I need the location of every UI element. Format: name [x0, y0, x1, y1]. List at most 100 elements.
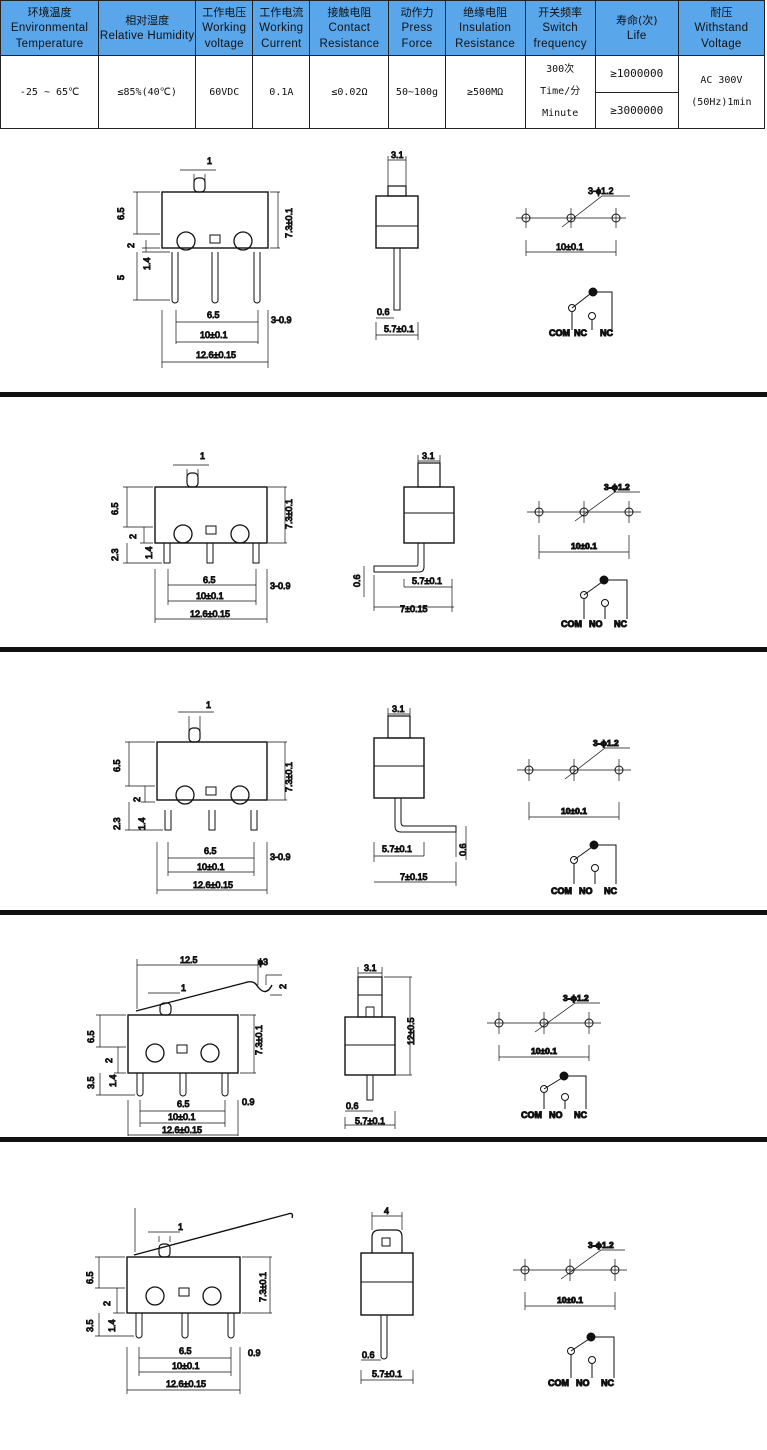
front-body	[360, 1252, 414, 1316]
side-dim-1: 1	[207, 156, 212, 166]
value-voltage: 60VDC	[195, 55, 254, 129]
side-dim-5: 1.4	[144, 546, 154, 559]
front-dim-1: 3.1	[422, 451, 435, 461]
front-dim-1: 3.1	[364, 963, 377, 973]
side-dim-8: 3-0.9	[271, 315, 292, 325]
side-view: 1 6.5 2 1.4 5 7.3±0.1 6.5 3-0.9 10±0.1 1…	[116, 156, 295, 368]
switch-body	[154, 486, 268, 544]
side-dim-10: 6.5	[177, 1099, 190, 1109]
side-dim-7: 3.5	[86, 1076, 96, 1089]
side-dim-4: 1	[181, 983, 186, 993]
side-dim-4: 2.3	[110, 548, 120, 561]
circuit-symbol: COM NO NC	[561, 575, 628, 630]
side-dim-2: ϕ3	[258, 957, 268, 967]
lever-arm	[133, 1212, 294, 1256]
terminal-pins	[136, 1073, 229, 1097]
mount-hole-right	[202, 1286, 222, 1306]
front-plunger	[387, 715, 411, 739]
front-terminal	[373, 543, 425, 573]
side-dim-3: 2	[126, 243, 136, 248]
side-dim-3: 2	[128, 534, 138, 539]
front-dim-4: 7±0.15	[400, 604, 427, 614]
drawing-panel-5: 1 6.5 2 3.5 1.4 7.3±0.1 6.5 0.9 10±0.1 1…	[0, 1142, 767, 1442]
side-dim-7: 6.5	[207, 310, 220, 320]
switch-body	[156, 741, 268, 801]
terminal-nc: NC	[614, 619, 627, 629]
front-dim-3: 5.7±0.1	[384, 324, 414, 334]
side-dim-8: 1.4	[108, 1074, 118, 1087]
terminal-nc: NC	[604, 886, 617, 896]
plunger	[186, 472, 199, 488]
terminal-pins	[163, 543, 260, 564]
side-dim-6: 7.3±0.1	[284, 499, 294, 529]
pcb-hole-label: 3-ϕ1.2	[593, 738, 619, 748]
side-dim-10: 12.6±0.15	[190, 609, 230, 619]
spec-life-row: ≥3000000	[1, 91, 765, 129]
frequency-line-3: Minute	[542, 108, 579, 119]
front-body	[375, 195, 419, 249]
side-dim-4: 2.3	[112, 817, 122, 830]
value-humidity: ≤85%(40℃)	[98, 55, 197, 129]
side-dim-8: 3-0.9	[270, 581, 291, 591]
pcb-hole-label: 3-ϕ1.2	[563, 993, 589, 1003]
side-dim-5: 1.4	[107, 1319, 117, 1332]
withstand-line-1: AC 300V	[700, 75, 743, 86]
side-dim-3: 2	[102, 1301, 112, 1306]
side-dim-7: 6.5	[203, 575, 216, 585]
front-dim-1: 3.1	[392, 704, 405, 714]
spec-value-row: -25 ~ 65℃ ≤85%(40℃) 60VDC 0.1A ≤0.02Ω 50…	[0, 55, 766, 129]
side-dim-7: 6.5	[179, 1346, 192, 1356]
side-dim-8: 3-0.9	[270, 852, 291, 862]
side-dim-12: 10±0.1	[168, 1112, 195, 1122]
value-current: 0.1A	[252, 55, 311, 129]
drawing-panel-4: 12.5 ϕ3 2 1 6.5 2 3.5 1.4 7.3±0.1 6.5 0.…	[0, 915, 767, 1137]
side-dim-5: 5	[116, 275, 126, 280]
pcb-hole-label: 3-ϕ1.2	[588, 186, 614, 196]
mount-hole-left	[173, 524, 193, 544]
section-divider-1	[0, 392, 767, 397]
slot	[205, 786, 217, 796]
terminal-com: COM	[551, 886, 572, 896]
value-frequency: 300次 Time/分 Minute	[524, 55, 596, 129]
section-divider-2	[0, 647, 767, 652]
slot	[205, 525, 217, 535]
side-dim-13: 12.6±0.15	[162, 1125, 202, 1135]
terminal-no: NO	[549, 1110, 563, 1120]
side-dim-7: 6.5	[204, 846, 217, 856]
side-dim-6: 7.3±0.1	[258, 1272, 268, 1302]
front-dim-4: 7±0.15	[400, 872, 427, 882]
terminal-com: COM	[521, 1110, 542, 1120]
drawing-panel-1: 1 6.5 2 1.4 5 7.3±0.1 6.5 3-0.9 10±0.1 1…	[0, 130, 767, 392]
front-view: 3.1 0.6 5.7±0.1	[375, 150, 419, 340]
front-terminal	[380, 1315, 388, 1360]
front-dim-3: 5.7±0.1	[412, 576, 442, 586]
withstand-line-2: (50Hz)1min	[691, 97, 752, 108]
front-terminal	[366, 1075, 374, 1101]
side-dim-1: 1	[178, 1222, 183, 1232]
side-dim-2: 6.5	[112, 759, 122, 772]
pcb-layout: 3-ϕ1.2 10±0.1	[527, 482, 641, 559]
front-dim-1: 4	[384, 1206, 389, 1216]
side-dim-3: 2	[132, 797, 142, 802]
mount-hole-right	[200, 1043, 220, 1063]
terminal-pins	[164, 810, 258, 831]
front-plunger	[387, 185, 407, 197]
front-terminal	[394, 798, 457, 833]
side-view: 1 6.5 2 2.3 1.4 7.3±0.1 6.5 3-0.9 10±0.1…	[110, 451, 295, 623]
value-withstand: AC 300V (50Hz)1min	[677, 55, 766, 129]
side-dim-2: 6.5	[85, 1271, 95, 1284]
frequency-line-2: Time/分	[540, 86, 581, 97]
front-view: 3.1 12±0.5 0.6 5.7±0.1	[344, 963, 417, 1129]
header-life: 寿命(次)Life	[594, 0, 679, 56]
side-dim-5: 1.4	[137, 817, 147, 830]
front-dim-4: 5.7±0.1	[355, 1116, 385, 1126]
side-dim-6: 7.3±0.1	[284, 762, 294, 792]
terminal-nc: NC	[574, 1110, 587, 1120]
front-dim-2: 0.6	[352, 574, 362, 587]
front-body	[403, 486, 455, 544]
